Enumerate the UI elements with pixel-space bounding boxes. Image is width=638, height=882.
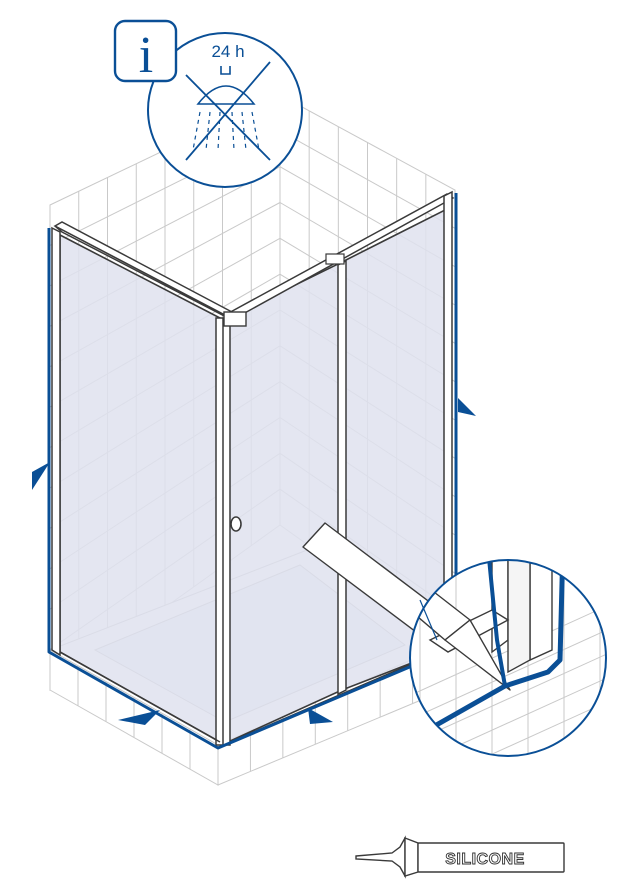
- no-shower-notice: 24 h: [147, 32, 303, 188]
- front-fixed-panel: [227, 260, 343, 744]
- silicone-tube: SILICONE: [355, 835, 565, 879]
- silicone-tube-icon: [355, 835, 406, 879]
- arrow-right-wall: [458, 398, 476, 416]
- info-icon: i: [139, 27, 153, 84]
- duration-label: 24 h: [211, 42, 244, 61]
- direction-arrows: [32, 398, 476, 725]
- left-wall-profile: [51, 226, 61, 657]
- arrow-base-left: [118, 710, 160, 725]
- door-handle: [230, 516, 242, 532]
- info-badge: i: [113, 19, 178, 84]
- frame-profiles: [51, 190, 455, 746]
- detail-callout: [409, 559, 607, 757]
- arrow-base-right: [308, 708, 333, 724]
- silicone-label: SILICONE: [445, 851, 525, 868]
- arrow-left-wall: [32, 462, 50, 490]
- no-shower-icon: [185, 61, 271, 161]
